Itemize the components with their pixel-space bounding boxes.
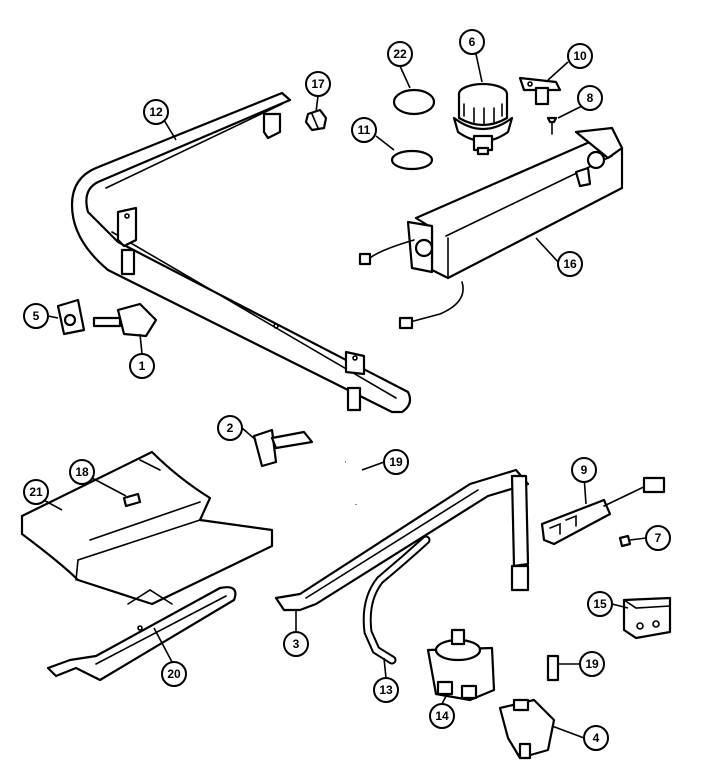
callout-20: 20 [161, 661, 187, 687]
callout-label: 19 [585, 657, 599, 671]
switch-screw [618, 534, 632, 548]
callout-11: 11 [351, 117, 377, 143]
support-rail [46, 586, 237, 682]
callout-label: 19 [389, 455, 403, 469]
callout-label: 15 [593, 597, 607, 611]
callout-label: 7 [655, 531, 662, 545]
callout-1: 1 [129, 353, 155, 379]
callout-label: 10 [573, 49, 587, 63]
callout-label: 6 [469, 35, 476, 49]
callout-19-lower: 19 [579, 651, 605, 677]
callout-label: 4 [593, 731, 600, 745]
tube-sleeve [546, 654, 560, 682]
burner-valve [498, 698, 556, 760]
gas-tube [362, 535, 431, 665]
tube-upper [345, 460, 360, 505]
callout-21: 21 [23, 479, 49, 505]
callout-label: 22 [393, 47, 407, 61]
shield-clip [122, 492, 142, 508]
callout-18: 18 [69, 459, 95, 485]
callout-5: 5 [23, 303, 49, 329]
burner-head [452, 82, 514, 156]
callout-label: 1 [139, 359, 146, 373]
orifice-holder [92, 302, 158, 338]
callout-19-upper: 19 [383, 449, 409, 475]
callout-10: 10 [567, 43, 593, 69]
callout-8: 8 [577, 85, 603, 111]
callout-16: 16 [557, 251, 583, 277]
pressure-regulator [426, 628, 496, 702]
orifice-fitting [304, 108, 328, 132]
burner-box-assembly [358, 126, 624, 330]
orifice-clip [56, 298, 86, 336]
callout-label: 2 [227, 421, 234, 435]
callout-14: 14 [429, 703, 455, 729]
ignition-switch [540, 476, 666, 546]
burner-cap [392, 88, 436, 116]
manifold-pipe [70, 91, 412, 414]
spark-module [622, 596, 672, 640]
callout-label: 16 [563, 257, 577, 271]
callout-6: 6 [459, 29, 485, 55]
callout-label: 20 [167, 667, 181, 681]
callout-label: 12 [149, 105, 163, 119]
callout-9: 9 [571, 457, 597, 483]
callout-label: 17 [311, 77, 325, 91]
screw [546, 116, 558, 135]
callout-label: 18 [75, 465, 89, 479]
callout-label: 5 [33, 309, 40, 323]
callout-3: 3 [283, 631, 309, 657]
valve-bracket [252, 428, 314, 468]
callout-12: 12 [143, 99, 169, 125]
burner-shield [20, 450, 274, 606]
callout-label: 14 [435, 709, 449, 723]
callout-22: 22 [387, 41, 413, 67]
callout-label: 13 [379, 683, 393, 697]
callout-label: 21 [29, 485, 43, 499]
callout-17: 17 [305, 71, 331, 97]
callout-2: 2 [217, 415, 243, 441]
callout-label: 9 [581, 463, 588, 477]
callout-7: 7 [645, 525, 671, 551]
valve-rail [274, 468, 530, 612]
callout-label: 3 [293, 637, 300, 651]
callout-15: 15 [587, 591, 613, 617]
callout-4: 4 [583, 725, 609, 751]
electrode-bracket [518, 76, 562, 106]
o-ring [390, 149, 434, 171]
callout-label: 8 [587, 91, 594, 105]
callout-13: 13 [373, 677, 399, 703]
callout-label: 11 [358, 123, 371, 137]
